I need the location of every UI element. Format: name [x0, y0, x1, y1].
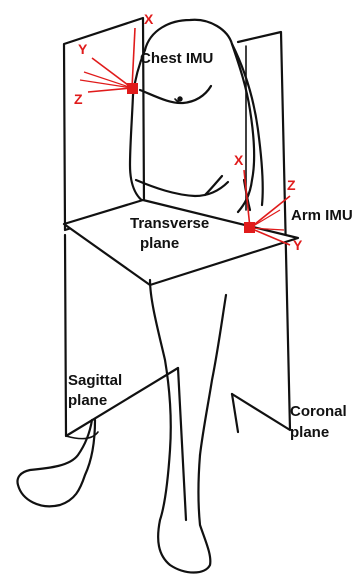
transverse-plane-label: plane	[140, 235, 179, 253]
sagittal-label: Sagittal	[68, 372, 122, 390]
chest-axis-y-label: Y	[78, 42, 87, 56]
transverse-plane	[64, 200, 298, 285]
chest-axis-z-label: Z	[74, 92, 83, 106]
coronal-plane-label: plane	[290, 424, 329, 442]
transverse-label: Transverse	[130, 215, 209, 233]
body-outline	[145, 20, 254, 212]
arm-imu-label: Arm IMU	[291, 207, 353, 225]
sagittal-plane-label: plane	[68, 392, 107, 410]
chest-imu-label: Chest IMU	[140, 50, 213, 68]
navel-dot	[178, 97, 181, 100]
right-leg	[18, 420, 96, 506]
arm-axis-y-label: Y	[293, 238, 302, 252]
coronal-label: Coronal	[290, 403, 347, 421]
arm-axis-x-label: X	[234, 153, 243, 167]
arm-axis-z-label: Z	[287, 178, 296, 192]
chest-axis-x-label: X	[144, 12, 153, 26]
